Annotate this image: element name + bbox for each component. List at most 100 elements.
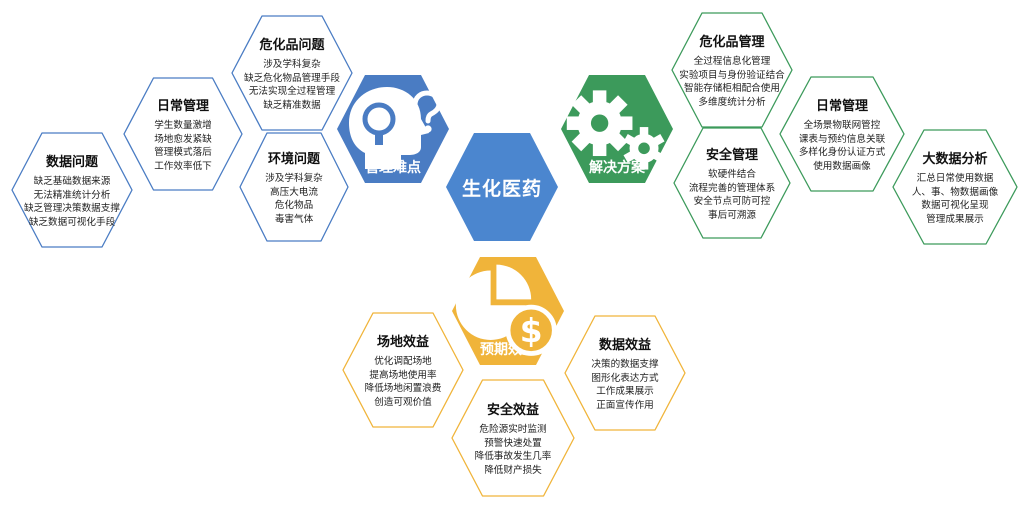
solution-safety-line: 安全节点可防可控 xyxy=(693,196,771,207)
benefit-safety-line: 降低财产损失 xyxy=(484,464,542,476)
solution-daily-line: 多样化身份认证方式 xyxy=(798,147,886,158)
hexagon-outline xyxy=(564,315,686,431)
problem-data-hexagon: 数据问题 缺乏基础数据来源 无法精准统计分析 缺乏管理决策数据支撑 缺乏数据可视… xyxy=(11,132,133,248)
problem-daily-title: 日常管理 xyxy=(156,99,209,114)
benefit-data-title: 数据效益 xyxy=(598,338,651,353)
hexagon-shape xyxy=(123,77,243,191)
hexagon-shape xyxy=(239,132,349,242)
problem-data-line: 缺乏管理决策数据支撑 xyxy=(24,203,120,214)
hexagon-outline xyxy=(342,312,464,428)
solution-bigdata-hexagon: 大数据分析 汇总日常使用数据 人、事、物数据画像 数据可视化呈现 管理成果展示 xyxy=(892,129,1018,245)
benefit-safety-hexagon: 安全效益 危险源实时监测 预警快速处置 降低事故发生几率 降低财产损失 xyxy=(451,379,575,497)
solution-daily-line: 课表与预约信息关联 xyxy=(798,133,886,145)
hexagon-outline xyxy=(11,132,133,248)
hexagon-outline xyxy=(451,379,575,497)
hexagon-outline xyxy=(892,129,1018,245)
problem-hazardous-hexagon: 危化品问题 涉及学科复杂 缺乏危化物品管理手段 无法实现全过程管理 缺乏精准数据 xyxy=(231,15,353,131)
svg-text:$: $ xyxy=(520,312,543,350)
hexagon-shape xyxy=(451,379,575,497)
hexagon-outline xyxy=(779,76,905,192)
solution-safety-hexagon: 安全管理 软硬件结合 流程完善的管理体系 安全节点可防可控 事后可溯源 xyxy=(673,127,791,239)
problem-environment-line: 涉及学科复杂 xyxy=(265,173,323,184)
problem-daily-line: 管理模式落后 xyxy=(154,147,212,158)
benefit-data-line: 正面宣传作用 xyxy=(596,399,654,411)
solution-daily-title: 日常管理 xyxy=(815,99,868,114)
problem-hazardous-line: 缺乏精准数据 xyxy=(263,99,321,111)
problem-data-line: 缺乏基础数据来源 xyxy=(33,176,111,187)
hexagon-shape xyxy=(892,129,1018,245)
problem-hazardous-line: 缺乏危化物品管理手段 xyxy=(244,72,340,84)
solutions-category-hexagon: 解决方案 xyxy=(561,75,673,183)
benefit-venue-hexagon: 场地效益 优化调配场地 提高场地使用率 降低场地闲置浪费 创造可观价值 xyxy=(342,312,464,428)
problems-category-hexagon: 管理难点 xyxy=(337,75,449,183)
solution-safety-title: 安全管理 xyxy=(705,148,758,163)
hexagon-outline xyxy=(446,133,558,241)
center-hexagon: 生化医药 xyxy=(446,133,558,241)
solution-bigdata-line: 人、事、物数据画像 xyxy=(911,186,999,198)
benefit-venue-title: 场地效益 xyxy=(376,335,429,350)
hexagon-outline xyxy=(673,127,791,239)
hexagon-shape xyxy=(446,133,558,241)
benefit-venue-line: 降低场地闲置浪费 xyxy=(364,383,442,394)
problem-hazardous-line: 无法实现全过程管理 xyxy=(248,86,336,97)
benefit-data-line: 决策的数据支撑 xyxy=(591,359,659,370)
benefit-safety-title: 安全效益 xyxy=(486,403,539,418)
problem-hazardous-line: 涉及学科复杂 xyxy=(263,59,321,70)
problem-data-line: 缺乏数据可视化手段 xyxy=(28,216,116,228)
hexagon-shape xyxy=(564,315,686,431)
benefit-safety-line: 危险源实时监测 xyxy=(479,424,547,435)
hexagon-shape xyxy=(11,132,133,248)
problem-environment-line: 高压大电流 xyxy=(270,186,318,198)
hexagon-shape xyxy=(673,127,791,239)
solution-daily-line: 使用数据画像 xyxy=(813,160,871,172)
solution-bigdata-title: 大数据分析 xyxy=(922,152,988,167)
hexagon-shape xyxy=(231,15,353,131)
problem-environment-line: 毒害气体 xyxy=(274,213,314,225)
benefit-data-line: 工作成果展示 xyxy=(596,386,654,397)
benefit-venue-line: 优化调配场地 xyxy=(374,356,432,367)
solution-safety-line: 软硬件结合 xyxy=(708,169,756,180)
solution-safety-line: 流程完善的管理体系 xyxy=(688,182,776,194)
benefit-venue-line: 创造可观价值 xyxy=(374,396,432,408)
solution-bigdata-line: 管理成果展示 xyxy=(926,213,984,225)
benefit-venue-line: 提高场地使用率 xyxy=(369,369,437,381)
benefit-safety-line: 降低事故发生几率 xyxy=(474,451,552,462)
hexagon-shape xyxy=(779,76,905,192)
problem-daily-hexagon: 日常管理 学生数量激增 场地愈发紧缺 管理模式落后 工作效率低下 xyxy=(123,77,243,191)
pie-dollar-icon: $ xyxy=(455,264,557,356)
solution-hazardous-hexagon: 危化品管理 全过程信息化管理 实验项目与身份验证结合 智能存储柜相配合使用 多维… xyxy=(671,12,793,128)
benefit-data-hexagon: 数据效益 决策的数据支撑 图形化表达方式 工作成果展示 正面宣传作用 xyxy=(564,315,686,431)
problem-hazardous-title: 危化品问题 xyxy=(259,38,325,53)
problem-daily-line: 学生数量激增 xyxy=(154,120,212,131)
solution-hazardous-line: 实验项目与身份验证结合 xyxy=(679,69,785,81)
solutions-category-label: 解决方案 xyxy=(589,160,645,176)
gears-icon xyxy=(566,90,665,170)
solution-hazardous-title: 危化品管理 xyxy=(699,35,765,50)
hexagon-shape xyxy=(671,12,793,128)
solution-bigdata-line: 汇总日常使用数据 xyxy=(916,173,994,184)
problem-daily-line: 工作效率低下 xyxy=(154,160,212,172)
solution-bigdata-line: 数据可视化呈现 xyxy=(921,200,989,211)
problem-daily-line: 场地愈发紧缺 xyxy=(154,133,212,145)
benefits-category-hexagon: $ 预期效益 xyxy=(452,257,564,365)
problem-environment-line: 危化物品 xyxy=(274,200,314,211)
hexagon-outline xyxy=(239,132,349,242)
solution-hazardous-line: 多维度统计分析 xyxy=(698,96,766,108)
problem-environment-title: 环境问题 xyxy=(267,152,320,167)
solution-hazardous-line: 全过程信息化管理 xyxy=(693,56,771,67)
solution-safety-line: 事后可溯源 xyxy=(708,209,756,221)
hexagon-outline xyxy=(231,15,353,131)
hexagon-outline xyxy=(671,12,793,128)
solution-daily-line: 全场景物联网管控 xyxy=(803,120,881,131)
center-label: 生化医药 xyxy=(461,177,542,200)
benefit-data-line: 图形化表达方式 xyxy=(591,372,659,384)
hexagon-shape xyxy=(342,312,464,428)
solution-daily-hexagon: 日常管理 全场景物联网管控 课表与预约信息关联 多样化身份认证方式 使用数据画像 xyxy=(779,76,905,192)
problem-data-line: 无法精准统计分析 xyxy=(33,189,111,201)
problem-environment-hexagon: 环境问题 涉及学科复杂 高压大电流 危化物品 毒害气体 xyxy=(239,132,349,242)
hexagon-outline xyxy=(123,77,243,191)
solution-hazardous-line: 智能存储柜相配合使用 xyxy=(684,83,780,94)
head-question-icon xyxy=(349,87,442,169)
benefit-safety-line: 预警快速处置 xyxy=(484,437,542,449)
